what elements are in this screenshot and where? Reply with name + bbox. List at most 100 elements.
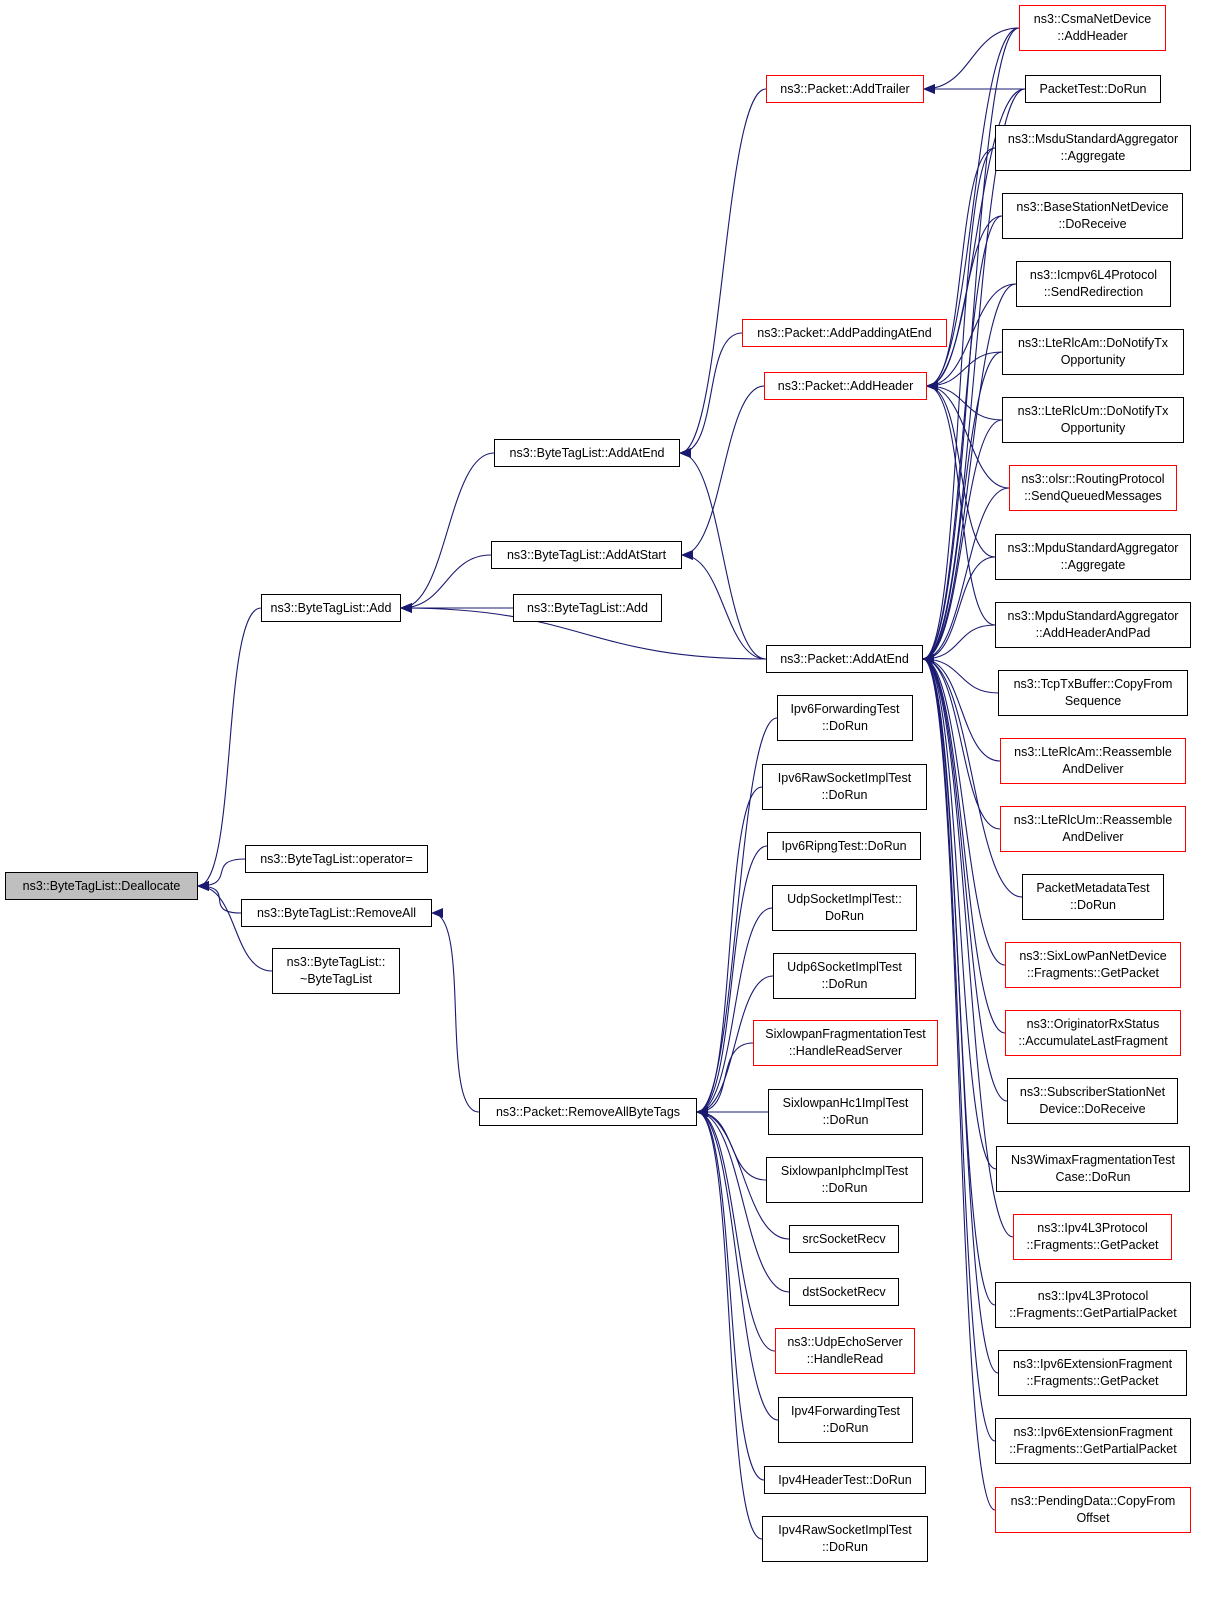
node-ipv6ext-getpkt[interactable]: ns3::Ipv6ExtensionFragment::Fragments::G… xyxy=(998,1350,1187,1396)
node-btl-dtor[interactable]: ns3::ByteTagList::~ByteTagList xyxy=(272,948,400,994)
node-pktmeta[interactable]: PacketMetadataTest::DoRun xyxy=(1022,874,1164,920)
node-label-line: AndDeliver xyxy=(1062,830,1124,844)
edge-pkt-addheader-to-btl-addatstart xyxy=(681,385,765,560)
node-label-line: UdpSocketImplTest:: xyxy=(787,892,902,906)
node-label-line: ns3::Packet::AddPaddingAtEnd xyxy=(757,325,932,340)
node-label-line: ns3::ByteTagList::Deallocate xyxy=(22,878,181,893)
node-label-line: ::HandleRead xyxy=(806,1352,884,1366)
edge-ipv6raw-to-pkt-removeallbt xyxy=(696,786,763,1117)
node-ipv4fwd[interactable]: Ipv4ForwardingTest::DoRun xyxy=(778,1397,913,1443)
edge-rlcum-reasm-to-pkt-addatend xyxy=(922,654,1001,830)
node-icmp-redirect[interactable]: ns3::Icmpv6L4Protocol::SendRedirection xyxy=(1016,261,1171,307)
node-mpdu-agg[interactable]: ns3::MpduStandardAggregator::Aggregate xyxy=(995,534,1191,580)
edge-pktmeta-to-pkt-addatend xyxy=(922,654,1023,898)
node-dealloc: ns3::ByteTagList::Deallocate xyxy=(5,872,198,900)
node-label-line: ::DoReceive xyxy=(1058,217,1127,231)
node-ipv4l3-partial[interactable]: ns3::Ipv4L3Protocol::Fragments::GetParti… xyxy=(995,1282,1191,1328)
edge-pkt-removeallbt-to-btl-removeall xyxy=(431,908,480,1113)
node-label-line: ::AccumulateLastFragment xyxy=(1018,1034,1168,1048)
node-dstsock[interactable]: dstSocketRecv xyxy=(789,1278,899,1306)
node-msdu-agg[interactable]: ns3::MsduStandardAggregator::Aggregate xyxy=(995,125,1191,171)
node-label-line: SixlowpanHc1ImplTest xyxy=(782,1096,909,1110)
node-orig-rx[interactable]: ns3::OriginatorRxStatus::AccumulateLastF… xyxy=(1005,1010,1181,1056)
node-ipv6ripng[interactable]: Ipv6RipngTest::DoRun xyxy=(767,832,921,860)
node-ipv6raw[interactable]: Ipv6RawSocketImplTest::DoRun xyxy=(762,764,927,810)
node-label-line: ns3::Packet::RemoveAllByteTags xyxy=(495,1104,681,1119)
edge-btl-removeall-to-dealloc xyxy=(197,881,242,914)
node-label-line: ns3::Ipv6ExtensionFragment xyxy=(1012,1357,1173,1371)
node-pkt-addtrailer[interactable]: ns3::Packet::AddTrailer xyxy=(766,75,924,103)
node-pkt-removeallbt[interactable]: ns3::Packet::RemoveAllByteTags xyxy=(479,1098,697,1126)
node-pkt-addheader[interactable]: ns3::Packet::AddHeader xyxy=(764,372,927,400)
node-label-line: ns3::ByteTagList::operator= xyxy=(260,851,413,866)
node-label-line: Ns3WimaxFragmentationTest xyxy=(1011,1153,1175,1167)
edge-pkt-addpadding-to-btl-addatend xyxy=(679,332,743,458)
node-pkt-addatend[interactable]: ns3::Packet::AddAtEnd xyxy=(766,645,923,673)
node-label-line: Ipv4RawSocketImplTest xyxy=(778,1523,912,1537)
node-ipv6ext-partial[interactable]: ns3::Ipv6ExtensionFragment::Fragments::G… xyxy=(995,1418,1191,1464)
edge-dstsock-to-pkt-removeallbt xyxy=(696,1107,790,1293)
edge-rlcum-notify-to-pkt-addheader xyxy=(926,381,1003,421)
node-sixhc1[interactable]: SixlowpanHc1ImplTest::DoRun xyxy=(768,1089,923,1135)
node-label-line: Ipv6ForwardingTest xyxy=(790,702,900,716)
node-olsr-send[interactable]: ns3::olsr::RoutingProtocol::SendQueuedMe… xyxy=(1009,465,1177,511)
edge-btl-dtor-to-dealloc xyxy=(197,881,273,972)
node-label-line: Ipv4ForwardingTest xyxy=(790,1404,901,1418)
node-btl-opeq[interactable]: ns3::ByteTagList::operator= xyxy=(245,845,428,873)
node-pkt-addpadding[interactable]: ns3::Packet::AddPaddingAtEnd xyxy=(742,319,947,347)
node-label-line: Sequence xyxy=(1064,694,1122,708)
edge-srcsock-to-pkt-removeallbt xyxy=(696,1107,790,1240)
node-packettest[interactable]: PacketTest::DoRun xyxy=(1025,75,1161,103)
node-mpdu-addpad[interactable]: ns3::MpduStandardAggregator::AddHeaderAn… xyxy=(995,602,1191,648)
edge-sixfrag-handle-to-pkt-removeallbt xyxy=(696,1042,754,1117)
node-label-line: ::SendRedirection xyxy=(1043,285,1144,299)
edge-bsnd-recv-to-pkt-addatend xyxy=(922,215,1003,664)
edge-ipv4hdr-to-pkt-removeallbt xyxy=(696,1107,765,1481)
node-sixfrag-handle[interactable]: SixlowpanFragmentationTest::HandleReadSe… xyxy=(753,1020,938,1066)
edge-packettest-to-pkt-addatend xyxy=(922,88,1026,664)
edge-csma-addheader-to-pkt-addtrailer xyxy=(923,27,1020,94)
edge-pkt-addatend-to-btl-addatend xyxy=(679,448,767,660)
node-sixiphc[interactable]: SixlowpanIphcImplTest::DoRun xyxy=(766,1157,923,1203)
node-label-line: ns3::Ipv4L3Protocol xyxy=(1037,1221,1148,1235)
edge-rlcam-notify-to-pkt-addatend xyxy=(922,351,1003,664)
node-label-line: SixlowpanFragmentationTest xyxy=(765,1027,926,1041)
node-btl-add[interactable]: ns3::ByteTagList::Add xyxy=(261,594,401,622)
node-label-line: ::Fragments::GetPacket xyxy=(1026,1374,1159,1388)
node-label-line: ns3::Packet::AddTrailer xyxy=(780,81,910,96)
node-bsnd-recv[interactable]: ns3::BaseStationNetDevice::DoReceive xyxy=(1002,193,1183,239)
node-label-line: Ipv6RawSocketImplTest xyxy=(777,771,912,785)
node-btl-removeall[interactable]: ns3::ByteTagList::RemoveAll xyxy=(241,899,432,927)
node-btl-addatstart[interactable]: ns3::ByteTagList::AddAtStart xyxy=(491,541,682,569)
edge-olsr-send-to-pkt-addatend xyxy=(922,487,1010,664)
node-udp6sock[interactable]: Udp6SocketImplTest::DoRun xyxy=(773,953,916,999)
node-label-line: ns3::LteRlcUm::Reassemble xyxy=(1013,813,1173,827)
edge-msdu-agg-to-pkt-addheader xyxy=(926,147,996,391)
node-ipv4raw[interactable]: Ipv4RawSocketImplTest::DoRun xyxy=(762,1516,928,1562)
node-label-line: ::DoRun xyxy=(822,1113,869,1127)
node-sixlow-frag[interactable]: ns3::SixLowPanNetDevice::Fragments::GetP… xyxy=(1005,942,1181,988)
node-udpsock[interactable]: UdpSocketImplTest::DoRun xyxy=(772,885,917,931)
node-label-line: PacketTest::DoRun xyxy=(1039,81,1147,96)
node-srcsock[interactable]: srcSocketRecv xyxy=(789,1225,899,1253)
node-ipv4hdr[interactable]: Ipv4HeaderTest::DoRun xyxy=(764,1466,926,1494)
node-btl-add2[interactable]: ns3::ByteTagList::Add xyxy=(513,594,662,622)
node-label-line: ns3::ByteTagList::AddAtEnd xyxy=(509,445,665,460)
edge-pending-copy-to-pkt-addatend xyxy=(922,654,996,1511)
node-label-line: dstSocketRecv xyxy=(802,1284,886,1299)
node-ipv6fwd[interactable]: Ipv6ForwardingTest::DoRun xyxy=(777,695,913,741)
node-ipv4l3-getpkt[interactable]: ns3::Ipv4L3Protocol::Fragments::GetPacke… xyxy=(1013,1214,1172,1260)
node-csma-addheader[interactable]: ns3::CsmaNetDevice::AddHeader xyxy=(1019,5,1166,51)
node-btl-addatend[interactable]: ns3::ByteTagList::AddAtEnd xyxy=(494,439,680,467)
node-udpecho[interactable]: ns3::UdpEchoServer::HandleRead xyxy=(775,1328,915,1374)
edge-btl-addatend-to-btl-add xyxy=(400,452,495,613)
